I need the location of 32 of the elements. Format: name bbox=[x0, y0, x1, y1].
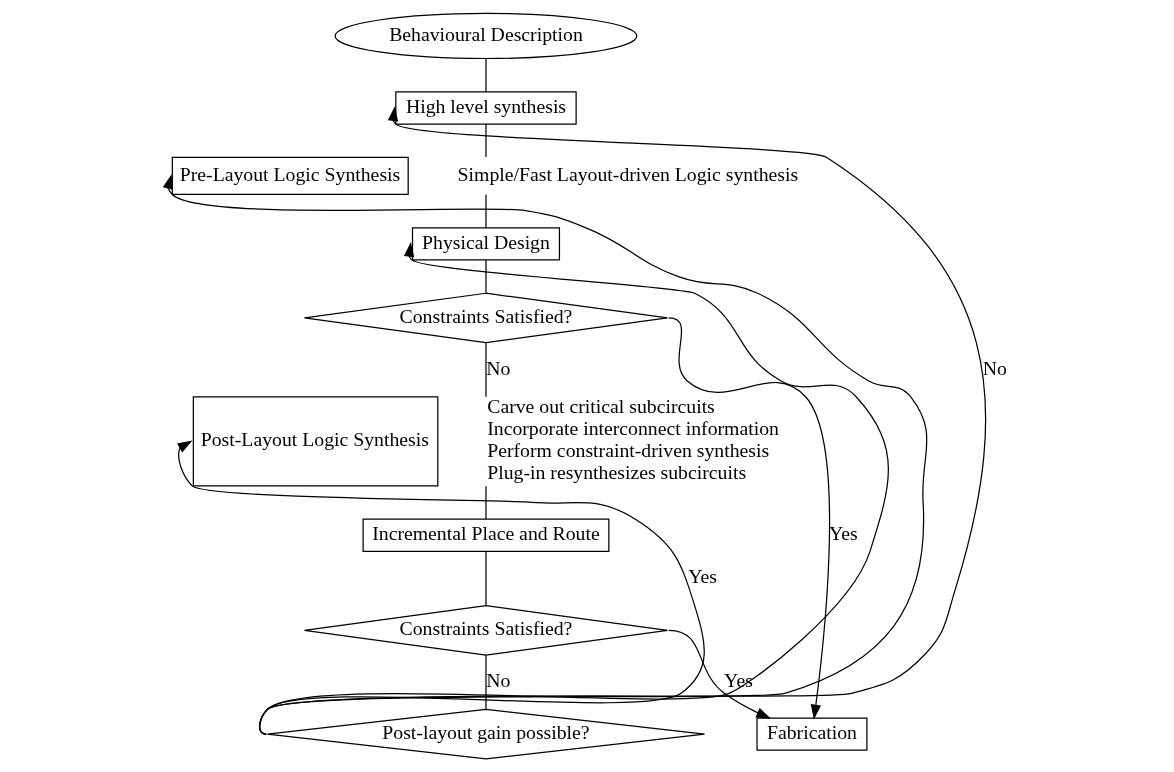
edge-label: Yes bbox=[723, 668, 753, 691]
node-diamond: Constraints Satisfied? bbox=[303, 292, 668, 344]
connector bbox=[484, 550, 487, 607]
edge-label: No bbox=[485, 356, 510, 379]
node-label: Incorporate interconnect information bbox=[486, 417, 779, 439]
node-box: Pre-Layout Logic Synthesis bbox=[171, 156, 409, 196]
connector bbox=[484, 194, 487, 229]
node-box: Fabrication bbox=[755, 717, 868, 751]
connector bbox=[484, 123, 487, 158]
node-ellipse: Behavioural Description bbox=[334, 12, 637, 60]
connector bbox=[484, 654, 487, 710]
node-label: Plug-in resynthesizes subcircuits bbox=[486, 461, 746, 484]
node-box: Incremental Place and Route bbox=[362, 518, 609, 552]
connector bbox=[484, 342, 487, 398]
node-diamond: Post-layout gain possible? bbox=[266, 708, 705, 760]
connector bbox=[484, 58, 487, 93]
node-diamond: Constraints Satisfied? bbox=[303, 605, 668, 656]
edge-label: No bbox=[982, 356, 1007, 379]
node-label: Perform constraint-driven synthesis bbox=[486, 439, 769, 462]
arrow bbox=[667, 629, 771, 719]
edge-label: No bbox=[485, 668, 510, 691]
edge-label: Yes bbox=[828, 521, 858, 544]
arrow bbox=[162, 174, 927, 735]
arrow bbox=[176, 440, 705, 735]
connector bbox=[484, 485, 487, 520]
node-box: High level synthesis bbox=[394, 91, 577, 125]
node-box: Post-Layout Logic Synthesis bbox=[192, 396, 438, 487]
node-label: Carve out critical subcircuits bbox=[486, 394, 715, 417]
node-label: Simple/Fast Layout-driven Logic synthesis bbox=[457, 162, 798, 185]
node-box: Physical Design bbox=[411, 227, 560, 261]
connector bbox=[484, 259, 487, 294]
edge-label: Yes bbox=[687, 565, 717, 588]
